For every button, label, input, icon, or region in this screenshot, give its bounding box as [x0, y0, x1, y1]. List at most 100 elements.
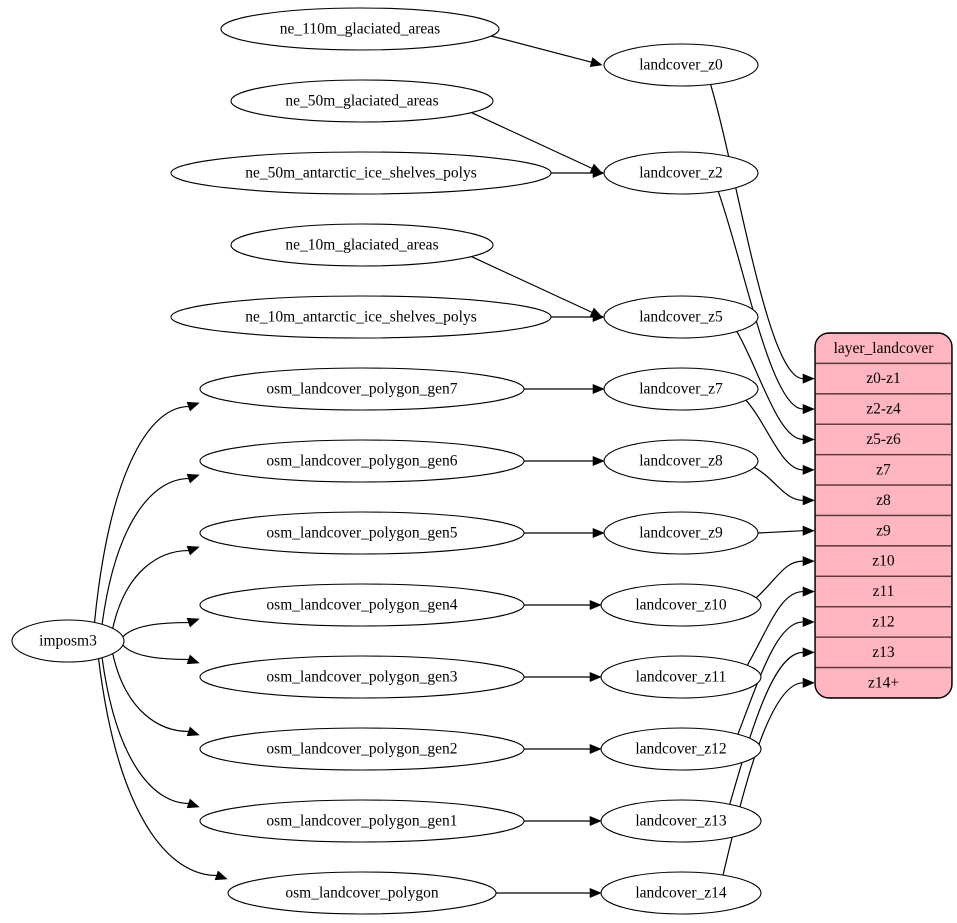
edge-arrowhead [802, 434, 815, 445]
table-row-z11[interactable] [815, 575, 952, 608]
table-row-label-z13: z13 [872, 644, 895, 661]
layer-landcover-table[interactable]: layer_landcoverz0-z1z2-z4z5-z6z7z8z9z10z… [814, 332, 953, 699]
node-ne_10m_glaciated_areas[interactable]: ne_10m_glaciated_areas [230, 223, 494, 267]
table-row-z0-z1[interactable] [815, 362, 952, 395]
edge-imposm3-to-osm_landcover_polygon_gen7 [93, 405, 189, 624]
edge-landcover_z0-to-table-row-0 [709, 83, 804, 380]
node-ne_10m_antarctic_ice_shelves_polys[interactable]: ne_10m_antarctic_ice_shelves_polys [170, 295, 552, 339]
node-label-osm_landcover_polygon_gen4: osm_landcover_polygon_gen4 [266, 597, 457, 614]
node-label-osm_landcover_polygon_gen5: osm_landcover_polygon_gen5 [266, 525, 457, 542]
node-osm_landcover_polygon_gen7[interactable]: osm_landcover_polygon_gen7 [199, 367, 525, 411]
edge-arrowhead [186, 401, 200, 412]
edge-arrowhead [589, 599, 602, 611]
node-landcover_z0[interactable]: landcover_z0 [603, 43, 759, 87]
edge-imposm3-to-osm_landcover_polygon_gen2 [112, 652, 189, 733]
edge-arrowhead [802, 464, 815, 475]
edge-arrowhead [592, 311, 605, 323]
node-ne_110m_glaciated_areas[interactable]: ne_110m_glaciated_areas [220, 7, 500, 51]
edge-arrowhead [802, 525, 815, 536]
node-ellipse-osm_landcover_polygon_gen1 [199, 799, 525, 843]
node-landcover_z8[interactable]: landcover_z8 [603, 439, 759, 483]
node-label-ne_110m_glaciated_areas: ne_110m_glaciated_areas [280, 21, 440, 38]
node-label-osm_landcover_polygon_gen2: osm_landcover_polygon_gen2 [266, 741, 457, 758]
node-osm_landcover_polygon_gen6[interactable]: osm_landcover_polygon_gen6 [199, 439, 525, 483]
edge-arrowhead [186, 798, 200, 809]
node-osm_landcover_polygon_gen3[interactable]: osm_landcover_polygon_gen3 [199, 655, 525, 699]
edge-arrowhead [802, 403, 815, 415]
node-landcover_z7[interactable]: landcover_z7 [603, 367, 759, 411]
edge-arrowhead [214, 870, 228, 881]
node-label-ne_50m_glaciated_areas: ne_50m_glaciated_areas [285, 93, 438, 110]
node-label-osm_landcover_polygon: osm_landcover_polygon [285, 885, 439, 902]
edge-landcover_z7-to-table-row-3 [745, 399, 804, 471]
node-landcover_z13[interactable]: landcover_z13 [600, 799, 762, 843]
node-landcover_z10[interactable]: landcover_z10 [600, 583, 762, 627]
node-landcover_z11[interactable]: landcover_z11 [600, 655, 762, 699]
table-row-z5-z6[interactable] [815, 423, 952, 456]
node-landcover_z2[interactable]: landcover_z2 [603, 151, 759, 195]
edge-arrowhead [802, 495, 815, 506]
node-label-landcover_z2: landcover_z2 [639, 165, 723, 182]
node-label-osm_landcover_polygon_gen7: osm_landcover_polygon_gen7 [266, 381, 457, 398]
node-label-landcover_z10: landcover_z10 [635, 597, 726, 614]
edge-arrowhead [186, 726, 200, 737]
edge-arrowhead [802, 647, 815, 658]
edge-arrowhead [802, 373, 815, 384]
table-row-z13[interactable] [815, 636, 952, 669]
edge-arrowhead [802, 556, 815, 567]
edge-arrowhead [186, 654, 200, 665]
table-row-z2-z4[interactable] [815, 393, 952, 425]
node-landcover_z12[interactable]: landcover_z12 [600, 727, 762, 771]
edge-landcover_z13-to-table-row-9 [728, 651, 804, 806]
table-row-label-z7: z7 [876, 461, 891, 478]
table-row-z8[interactable] [815, 484, 952, 517]
node-ellipse-osm_landcover_polygon [227, 871, 497, 915]
nodes-layer: imposm3 ne_110m_glaciated_areas ne_50m_gla… [11, 7, 762, 915]
node-ellipse-osm_landcover_polygon_gen2 [199, 727, 525, 771]
node-ne_50m_glaciated_areas[interactable]: ne_50m_glaciated_areas [230, 79, 494, 123]
node-osm_landcover_polygon_gen4[interactable]: osm_landcover_polygon_gen4 [199, 583, 525, 627]
node-label-landcover_z8: landcover_z8 [639, 453, 723, 470]
edge-landcover_z14-to-table-row-10 [722, 682, 804, 876]
node-ellipse-landcover_z0 [603, 43, 759, 87]
edge-imposm3-to-osm_landcover_polygon_gen1 [101, 657, 189, 805]
edge-arrowhead [589, 671, 602, 683]
node-label-landcover_z11: landcover_z11 [636, 669, 727, 686]
node-landcover_z5[interactable]: landcover_z5 [603, 295, 759, 339]
node-ellipse-osm_landcover_polygon_gen5 [199, 511, 525, 555]
table-row-label-z5-z6: z5-z6 [866, 431, 901, 448]
node-osm_landcover_polygon[interactable]: osm_landcover_polygon [227, 871, 497, 915]
node-osm_landcover_polygon_gen2[interactable]: osm_landcover_polygon_gen2 [199, 727, 525, 771]
edge-arrowhead [589, 57, 603, 68]
table-header-cell [815, 333, 952, 365]
node-landcover_z9[interactable]: landcover_z9 [603, 511, 759, 555]
node-label-ne_10m_antarctic_ice_shelves_polys: ne_10m_antarctic_ice_shelves_polys [245, 309, 477, 326]
node-osm_landcover_polygon_gen5[interactable]: osm_landcover_polygon_gen5 [199, 511, 525, 555]
table-row-z12[interactable] [815, 606, 952, 638]
node-landcover_z14[interactable]: landcover_z14 [600, 871, 762, 915]
node-label-landcover_z5: landcover_z5 [639, 309, 723, 326]
node-ellipse-ne_10m_antarctic_ice_shelves_polys [170, 295, 552, 339]
node-label-ne_10m_glaciated_areas: ne_10m_glaciated_areas [285, 237, 438, 254]
edge-landcover_z11-to-table-row-7 [746, 590, 804, 667]
node-label-landcover_z0: landcover_z0 [639, 57, 723, 74]
edge-landcover_z10-to-table-row-6 [755, 560, 804, 599]
node-label-osm_landcover_polygon_gen6: osm_landcover_polygon_gen6 [266, 453, 457, 470]
edge-arrowhead [592, 455, 605, 467]
node-ellipse-ne_50m_glaciated_areas [230, 79, 494, 123]
table-row-label-z10: z10 [872, 553, 895, 570]
node-ellipse-osm_landcover_polygon_gen6 [199, 439, 525, 483]
node-ellipse-osm_landcover_polygon_gen3 [199, 655, 525, 699]
edge-arrowhead [186, 473, 200, 484]
node-osm_landcover_polygon_gen1[interactable]: osm_landcover_polygon_gen1 [199, 799, 525, 843]
node-ne_50m_antarctic_ice_shelves_polys[interactable]: ne_50m_antarctic_ice_shelves_polys [170, 151, 552, 195]
edge-arrowhead [802, 616, 815, 628]
node-ellipse-osm_landcover_polygon_gen7 [199, 367, 525, 411]
node-imposm3[interactable]: imposm3 [11, 619, 125, 663]
node-label-landcover_z7: landcover_z7 [639, 381, 723, 398]
table-row-label-z11: z11 [873, 583, 895, 600]
edge-arrowhead [592, 527, 605, 539]
node-ellipse-ne_110m_glaciated_areas [220, 7, 500, 51]
edge-ne_10m_glaciated_areas-to-landcover_z5 [470, 255, 593, 313]
node-ellipse-ne_10m_glaciated_areas [230, 223, 494, 267]
